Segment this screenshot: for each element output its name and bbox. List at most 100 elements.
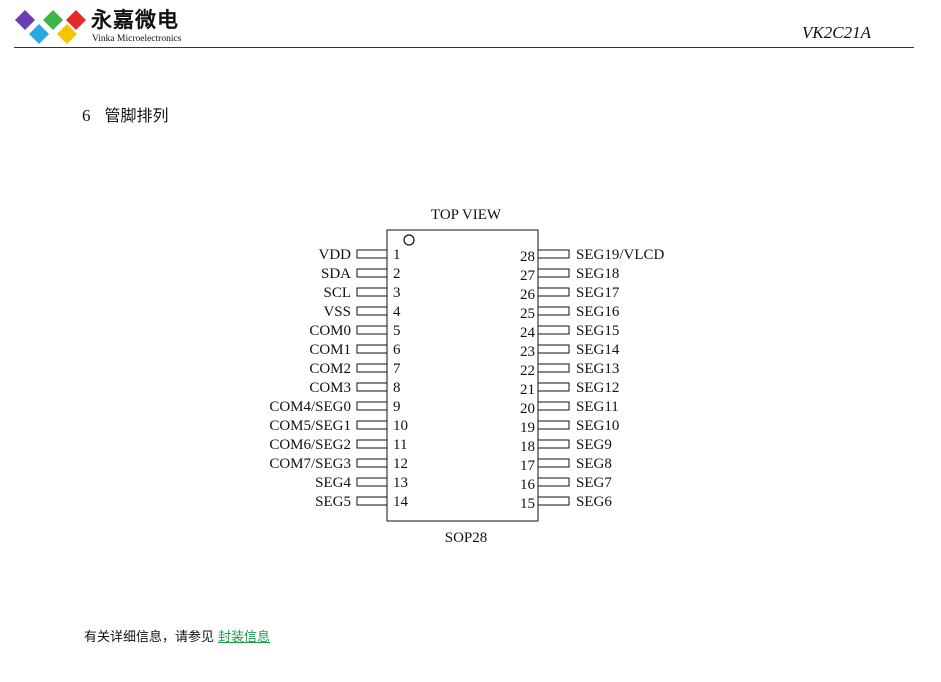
pin-12-number: 12 — [393, 456, 408, 472]
pin-9-name: COM4/SEG0 — [269, 399, 351, 415]
pin-16-name: SEG7 — [576, 475, 612, 491]
pin-7-number: 7 — [393, 361, 401, 377]
diagram-bottom-label: SOP28 — [445, 530, 488, 546]
right-pin-group: SEG19/VLCD28SEG1827SEG1726SEG1625SEG1524… — [520, 247, 665, 512]
pin-3-number: 3 — [393, 285, 401, 301]
pin-23-number: 23 — [520, 344, 535, 360]
pin-8-number: 8 — [393, 380, 401, 396]
pin-1-lead — [356, 249, 388, 259]
section-title: 管脚排列 — [104, 106, 169, 125]
pin-17-lead — [537, 458, 570, 468]
pin-19-number: 19 — [520, 420, 535, 436]
pin-28-lead — [537, 249, 570, 259]
pin-9-number: 9 — [393, 399, 401, 415]
pin-13-number: 13 — [393, 475, 408, 491]
pin-2-name: SDA — [321, 266, 351, 282]
pin-4-lead — [356, 306, 388, 316]
pin-15-lead — [537, 496, 570, 506]
pin-16-lead — [537, 477, 570, 487]
pin-6-number: 6 — [393, 342, 401, 358]
pin-2-lead — [356, 268, 388, 278]
pin-21-lead — [537, 382, 570, 392]
footer-note: 有关详细信息，请参见封装信息 — [84, 628, 270, 648]
pin-10-lead — [356, 420, 388, 430]
package-info-link[interactable]: 封装信息 — [218, 630, 271, 645]
pin-26-number: 26 — [520, 287, 536, 303]
pin-18-lead — [537, 439, 570, 449]
pin-10-name: COM5/SEG1 — [269, 418, 351, 434]
pin-3-lead — [356, 287, 388, 297]
diagram-top-label: TOP VIEW — [431, 207, 502, 223]
pin-27-name: SEG18 — [576, 266, 619, 282]
pin-28-name: SEG19/VLCD — [576, 247, 665, 263]
pin-3-name: SCL — [323, 285, 351, 301]
pin-20-number: 20 — [520, 401, 535, 417]
pin-17-name: SEG8 — [576, 456, 612, 472]
pin-19-lead — [537, 420, 570, 430]
pin-4-name: VSS — [323, 304, 351, 320]
pin-27-number: 27 — [520, 268, 536, 284]
pin-23-name: SEG14 — [576, 342, 620, 358]
pin-25-lead — [537, 306, 570, 316]
pin-19-name: SEG10 — [576, 418, 619, 434]
chip-body — [386, 229, 539, 522]
pin-25-number: 25 — [520, 306, 535, 322]
pin-24-lead — [537, 325, 570, 335]
pin-11-lead — [356, 439, 388, 449]
pin-13-lead — [356, 477, 388, 487]
pin-25-name: SEG16 — [576, 304, 620, 320]
pin-5-lead — [356, 325, 388, 335]
pin-8-name: COM3 — [309, 380, 351, 396]
pin-1-number: 1 — [393, 247, 401, 263]
pin-22-lead — [537, 363, 570, 373]
pin-26-lead — [537, 287, 570, 297]
pin-21-number: 21 — [520, 382, 535, 398]
company-logo-icon — [15, 10, 86, 44]
pin-7-lead — [356, 363, 388, 373]
document-code: VK2C21A — [802, 23, 871, 42]
section-heading: 6 管脚排列 — [82, 104, 169, 128]
pin-12-lead — [356, 458, 388, 468]
pin-12-name: COM7/SEG3 — [269, 456, 351, 472]
pin-18-number: 18 — [520, 439, 535, 455]
pin-1-name: VDD — [319, 247, 352, 263]
pin-14-lead — [356, 496, 388, 506]
pin-20-name: SEG11 — [576, 399, 619, 415]
pin-23-lead — [537, 344, 570, 354]
pin-14-name: SEG5 — [315, 494, 351, 510]
pin-11-number: 11 — [393, 437, 407, 453]
pin-20-lead — [537, 401, 570, 411]
pin-9-lead — [356, 401, 388, 411]
pin-18-name: SEG9 — [576, 437, 612, 453]
pin-24-number: 24 — [520, 325, 536, 341]
pin-22-number: 22 — [520, 363, 535, 379]
pin-2-number: 2 — [393, 266, 401, 282]
pin-6-name: COM1 — [309, 342, 351, 358]
pin-14-number: 14 — [393, 494, 409, 510]
pin-7-name: COM2 — [309, 361, 351, 377]
pin-5-number: 5 — [393, 323, 401, 339]
company-name-cn: 永嘉微电 — [91, 8, 179, 32]
header-divider — [14, 47, 914, 48]
pin-15-number: 15 — [520, 496, 535, 512]
pin-11-name: COM6/SEG2 — [269, 437, 351, 453]
pin-4-number: 4 — [393, 304, 401, 320]
page-header: 永嘉微电 Vinka Microelectronics VK2C21A — [0, 0, 941, 60]
pin-24-name: SEG15 — [576, 323, 619, 339]
pin-26-name: SEG17 — [576, 285, 620, 301]
section-number: 6 — [82, 106, 91, 125]
pin-17-number: 17 — [520, 458, 536, 474]
pin-21-name: SEG12 — [576, 380, 619, 396]
pin-16-number: 16 — [520, 477, 536, 493]
pin1-marker-icon — [403, 234, 415, 246]
company-name-en: Vinka Microelectronics — [92, 34, 182, 44]
pin-5-name: COM0 — [309, 323, 351, 339]
pin-10-number: 10 — [393, 418, 408, 434]
pin-22-name: SEG13 — [576, 361, 619, 377]
pin-6-lead — [356, 344, 388, 354]
pin-27-lead — [537, 268, 570, 278]
pin-15-name: SEG6 — [576, 494, 612, 510]
pin-13-name: SEG4 — [315, 475, 351, 491]
